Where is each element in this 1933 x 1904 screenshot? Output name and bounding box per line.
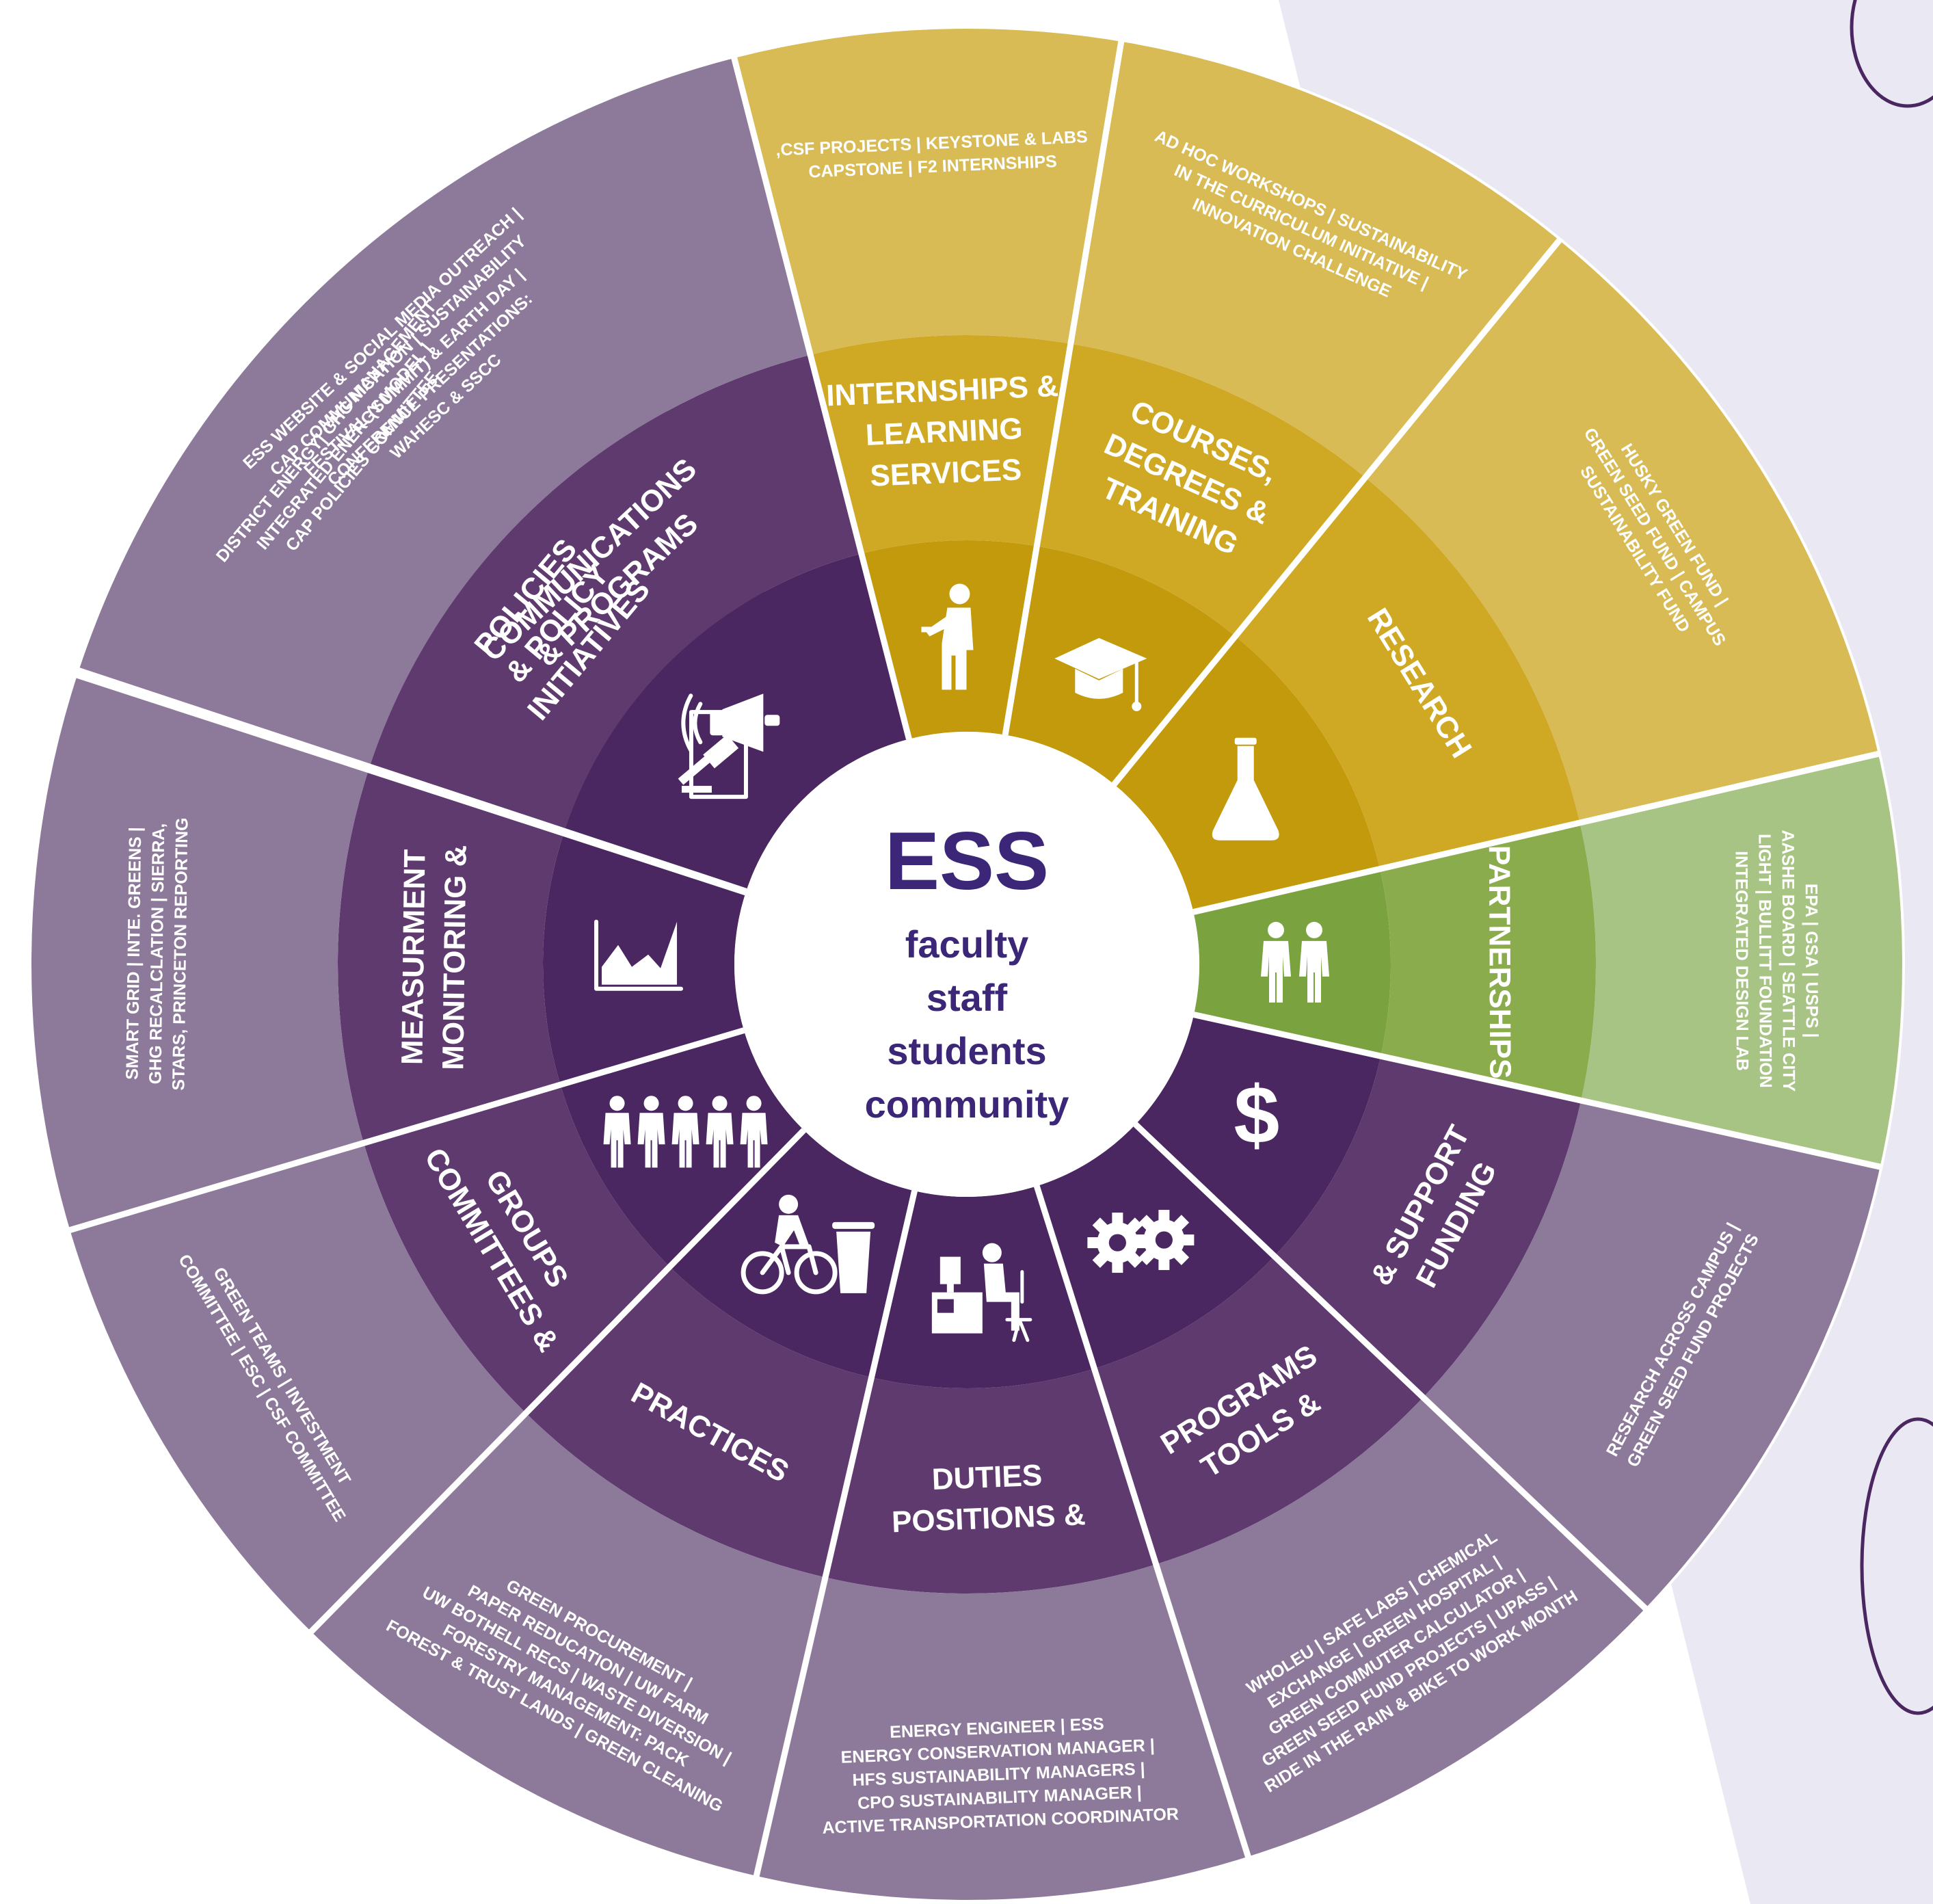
section-detail-measurement: GHG RECALCLATION | SIERRA, — [146, 823, 168, 1085]
wedge-practices-outer — [310, 1413, 826, 1877]
section-title-internships: LEARNING — [865, 412, 1024, 452]
decorative-ring-top — [1850, 0, 1933, 108]
people-pair-icon — [1260, 921, 1329, 1003]
icon-layer: $ — [594, 583, 1329, 1343]
divider-tools — [1133, 1122, 1650, 1613]
desk-worker-icon — [931, 1243, 1032, 1343]
graduation-cap-icon — [1054, 637, 1147, 711]
wedge-practices-inner — [669, 1130, 915, 1378]
dollar-glyph: $ — [1234, 1069, 1279, 1161]
wedge-internships-outer — [734, 27, 1122, 355]
wedge-partnerships-outer — [1579, 753, 1904, 1167]
outer-rim — [29, 26, 1905, 1903]
divider-research — [1111, 236, 1564, 786]
wedge-policies-middle — [369, 411, 765, 834]
section-title-measurement: MEASURMENT — [395, 849, 431, 1065]
presenter-icon — [921, 583, 974, 690]
divider-funding — [1192, 1012, 1884, 1171]
gavel-document-icon — [678, 710, 748, 799]
wedge-groups-middle — [363, 1085, 670, 1414]
divider-layer — [29, 26, 1905, 1903]
section-title-positions: POSITIONS & — [891, 1498, 1086, 1539]
title-group-partnerships: PARTNERSHIPS — [1482, 845, 1517, 1079]
wedge-layer — [29, 27, 1904, 1901]
chart-icon — [594, 919, 684, 991]
wedge-positions-middle — [825, 1368, 1156, 1594]
center-line-staff: staff — [926, 976, 1008, 1019]
divider-partnerships — [1192, 750, 1882, 915]
wedge-groups-outer — [68, 1143, 526, 1633]
wedge-policies-inner — [563, 592, 856, 892]
wedge-positions-inner — [871, 1186, 1095, 1389]
center-hub-circle — [734, 732, 1199, 1197]
dollar-icon: $ — [1234, 1069, 1279, 1161]
divider-groups — [307, 1128, 806, 1636]
details-group-partnerships: EPA | GSA | USPS |AASHE BOARD | SEATTLE … — [1732, 830, 1822, 1092]
divider-measurement — [66, 1027, 745, 1234]
wedge-research-middle — [1235, 477, 1580, 869]
section-title-internships: SERVICES — [869, 453, 1022, 492]
center-hub: ESS faculty staff students community — [734, 732, 1199, 1197]
wedge-courses-middle — [1037, 343, 1365, 637]
section-detail-measurement: SMART GRID | INTE. GREENS | — [122, 827, 145, 1080]
wedge-partnerships-middle — [1380, 823, 1597, 1101]
divider-practices — [752, 1190, 918, 1879]
bike-recycle-icon — [741, 1194, 875, 1295]
flask-icon — [1212, 737, 1279, 841]
section-detail-partnerships: AASHE BOARD | SEATTLE CITY — [1778, 830, 1798, 1092]
wedge-tools-outer — [1156, 1397, 1647, 1858]
divider-internships — [730, 54, 912, 740]
wedge-research-outer — [1365, 239, 1880, 823]
section-title-partnerships: PARTNERSHIPS — [1482, 845, 1517, 1079]
wedge-internships-middle — [810, 335, 1071, 554]
center-title: ESS — [885, 815, 1049, 907]
wedge-tools-middle — [1094, 1256, 1424, 1565]
group-icon — [603, 1096, 768, 1168]
divider-positions — [1033, 1185, 1252, 1860]
wedge-measurement-outer — [29, 674, 369, 1231]
section-detail-partnerships: LIGHT | BULLITT FOUNDATION — [1755, 834, 1775, 1088]
center-line-students: students — [887, 1029, 1046, 1072]
section-detail-partnerships: EPA | GSA | USPS | — [1802, 884, 1822, 1038]
wedge-practices-middle — [526, 1267, 872, 1578]
center-line-community: community — [865, 1083, 1069, 1126]
wedge-policies-outer — [76, 141, 667, 770]
center-line-faculty: faculty — [905, 923, 1029, 966]
wedge-partnerships-inner — [1193, 869, 1391, 1057]
divider-policies — [73, 671, 747, 896]
wedge-measurement-middle — [338, 769, 564, 1143]
section-title-positions: DUTIES — [931, 1459, 1043, 1496]
section-detail-partnerships: INTEGRATED DESIGN LAB — [1732, 851, 1752, 1071]
wedge-funding-outer — [1423, 1100, 1882, 1610]
wedge-positions-outer — [756, 1564, 1249, 1901]
section-title-measurement: MONITORING & — [436, 845, 472, 1070]
wedge-funding-inner — [1135, 1014, 1381, 1256]
decorative-ring-bottom — [1860, 1417, 1933, 1715]
details-group-measurement: SMART GRID | INTE. GREENS |GHG RECALCLAT… — [122, 817, 191, 1090]
divider-courses — [1002, 38, 1125, 736]
section-detail-measurement: STARS, PRINCETON REPORTING — [169, 817, 191, 1090]
wedge-funding-middle — [1274, 1056, 1582, 1398]
wedge-courses-outer — [1070, 40, 1560, 478]
